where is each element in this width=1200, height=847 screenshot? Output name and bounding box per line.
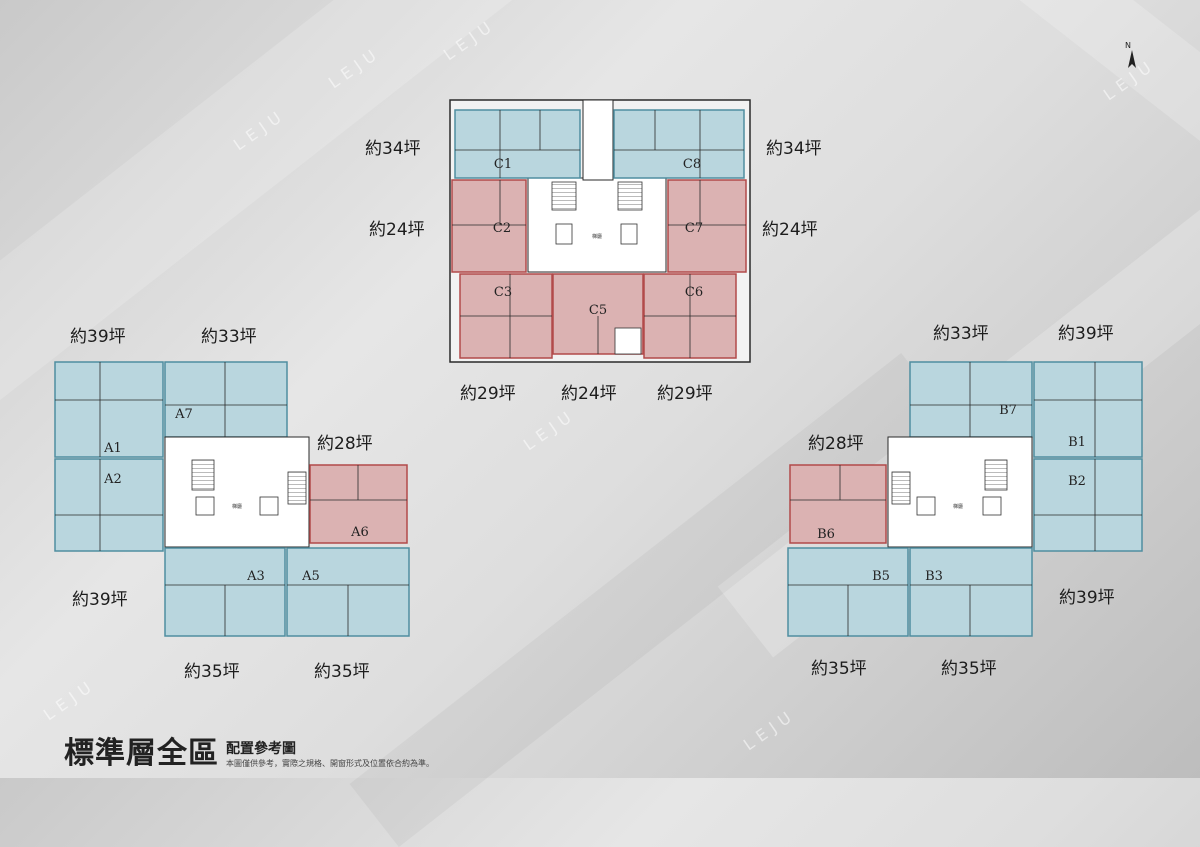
tower-a: A1 A2 A7 梯廳 A6 A3 A5 xyxy=(54,361,410,637)
page-subtitle: 配置參考圖 xyxy=(226,741,296,757)
core-label: 梯廳 xyxy=(592,233,602,240)
tower-b: B7 B1 B2 梯廳 B6 B5 B3 xyxy=(787,361,1143,637)
area-label-a1: 約39坪 xyxy=(70,327,126,347)
area-label-c8: 約34坪 xyxy=(766,139,822,159)
elevator xyxy=(259,496,279,516)
unit-label-a6: A6 xyxy=(350,525,369,540)
area-label-b2: 約39坪 xyxy=(1059,588,1115,608)
unit-label-a1: A1 xyxy=(103,441,122,456)
area-label-b3: 約35坪 xyxy=(941,659,997,679)
unit-label-c1: C1 xyxy=(494,157,512,172)
elevator xyxy=(982,496,1002,516)
area-label-b7: 約33坪 xyxy=(933,324,989,344)
core-label: 梯廳 xyxy=(953,503,963,510)
area-label-a3: 約35坪 xyxy=(184,662,240,682)
north-arrow-icon: N xyxy=(1125,41,1136,68)
disclaimer-note: 本圖僅供參考，實際之規格、開窗形式及位置依合約為準。 xyxy=(226,759,434,768)
area-label-b5: 約35坪 xyxy=(811,659,867,679)
unit-label-a2: A2 xyxy=(103,472,122,487)
unit-label-b5: B5 xyxy=(872,569,890,584)
unit-c7 xyxy=(667,179,747,273)
floor-plan: 梯廳 C1 C8 C2 C7 C3 C5 xyxy=(54,99,1143,637)
unit-a7 xyxy=(164,361,288,438)
unit-a1 xyxy=(54,361,164,458)
tower-c-core xyxy=(527,177,667,273)
stair xyxy=(617,181,643,211)
unit-label-c2: C2 xyxy=(493,221,511,236)
unit-label-a5: A5 xyxy=(301,569,320,584)
unit-label-c7: C7 xyxy=(685,221,703,236)
unit-a6 xyxy=(309,464,408,544)
tower-c: 梯廳 C1 C8 C2 C7 C3 C5 xyxy=(449,99,751,363)
area-label-c2: 約24坪 xyxy=(369,220,425,240)
area-label-b6: 約28坪 xyxy=(808,434,864,454)
unit-c1 xyxy=(454,109,581,179)
unit-c2 xyxy=(451,179,527,273)
unit-b3 xyxy=(909,547,1033,637)
unit-label-a7: A7 xyxy=(174,407,193,422)
unit-label-c3: C3 xyxy=(494,285,512,300)
unit-b1 xyxy=(1033,361,1143,458)
elevator xyxy=(555,223,573,245)
unit-label-a3: A3 xyxy=(246,569,265,584)
area-label-b1: 約39坪 xyxy=(1058,324,1114,344)
unit-label-c8: C8 xyxy=(683,157,701,172)
shaft xyxy=(614,327,642,355)
core-label: 梯廳 xyxy=(232,503,242,510)
unit-label-b6: B6 xyxy=(817,527,835,542)
elevator xyxy=(195,496,215,516)
unit-label-c5: C5 xyxy=(589,303,607,318)
tower-a-core xyxy=(164,436,310,548)
area-label-c5: 約24坪 xyxy=(561,384,617,404)
unit-a2 xyxy=(54,458,164,552)
unit-b7 xyxy=(909,361,1033,438)
area-label-a6: 約28坪 xyxy=(317,434,373,454)
unit-c8 xyxy=(613,109,745,179)
unit-label-b3: B3 xyxy=(925,569,943,584)
tower-b-core xyxy=(887,436,1033,548)
stair xyxy=(191,459,215,491)
area-label-c6: 約29坪 xyxy=(657,384,713,404)
page-title: 標準層全區 xyxy=(64,736,219,771)
stair xyxy=(891,471,911,505)
unit-label-c6: C6 xyxy=(685,285,703,300)
area-label-c1: 約34坪 xyxy=(365,139,421,159)
area-label-a2: 約39坪 xyxy=(72,590,128,610)
unit-b2 xyxy=(1033,458,1143,552)
tower-c-void xyxy=(582,99,614,181)
stair xyxy=(984,459,1008,491)
stair xyxy=(551,181,577,211)
unit-b6 xyxy=(789,464,887,544)
area-label-c7: 約24坪 xyxy=(762,220,818,240)
elevator xyxy=(916,496,936,516)
unit-label-b1: B1 xyxy=(1068,435,1086,450)
area-label-c3: 約29坪 xyxy=(460,384,516,404)
area-label-a7: 約33坪 xyxy=(201,327,257,347)
stair xyxy=(287,471,307,505)
unit-label-b2: B2 xyxy=(1068,474,1086,489)
elevator xyxy=(620,223,638,245)
unit-label-b7: B7 xyxy=(999,403,1017,418)
area-label-a5: 約35坪 xyxy=(314,662,370,682)
compass-label: N xyxy=(1125,41,1131,50)
